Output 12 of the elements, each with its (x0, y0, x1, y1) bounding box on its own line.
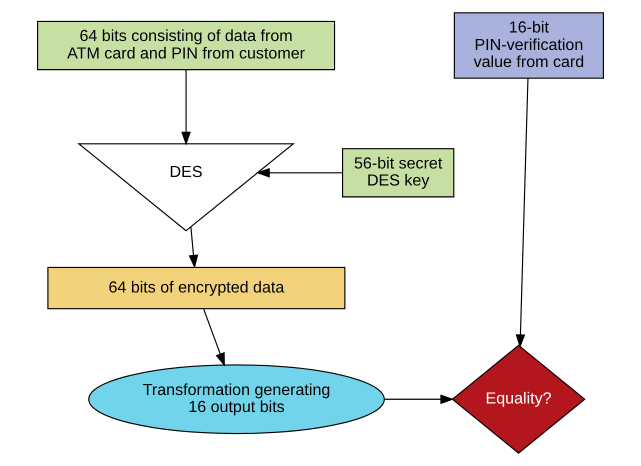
node-box: 16-bit PIN-verification value from card (454, 12, 604, 79)
node-box: 56-bit secret DES key (342, 148, 454, 198)
arrow (181, 70, 191, 146)
node-box: 64 bits consisting of data from ATM card and PIN from customer (37, 20, 336, 70)
arrow (256, 168, 342, 178)
node-ellipse: Transformation generating 16 output bits (88, 364, 385, 434)
node-diamond: Equality? (452, 344, 586, 454)
node-box: 64 bits of encrypted data (47, 266, 346, 310)
arrow (516, 78, 529, 348)
arrow (384, 394, 454, 404)
arrow (188, 227, 198, 269)
arrow (203, 308, 225, 367)
